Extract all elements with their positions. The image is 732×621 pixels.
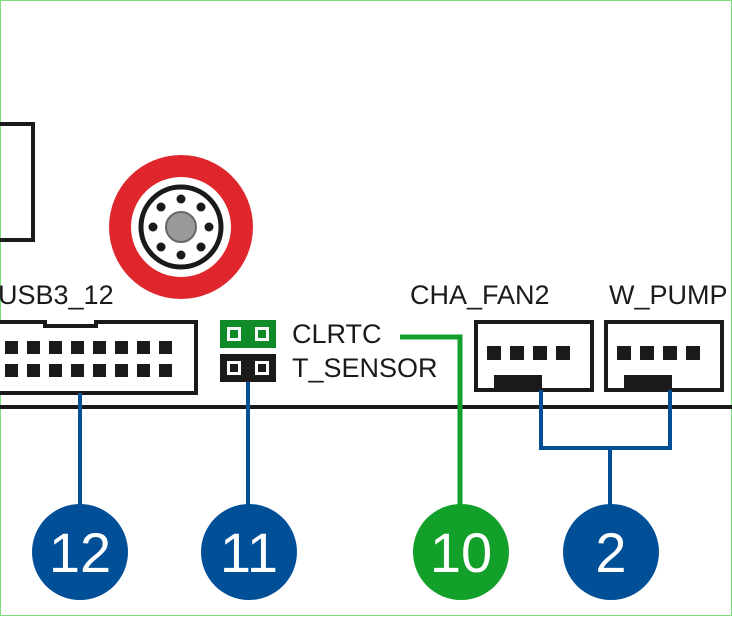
callout-jumpers-number: 11 bbox=[220, 521, 278, 584]
mounting-screw-icon bbox=[109, 155, 253, 299]
callout-usb-number: 12 bbox=[49, 521, 111, 584]
board-component-outline bbox=[0, 122, 35, 242]
callout-jumpers: 11 bbox=[201, 504, 297, 600]
callout-fans: 2 bbox=[563, 504, 659, 600]
cha-fan-connector bbox=[474, 320, 594, 392]
cha-fan-label: CHA_FAN2 bbox=[410, 280, 550, 310]
leader-line-clrtc bbox=[400, 334, 463, 506]
callout-fans-number: 2 bbox=[595, 521, 626, 584]
usb3-header-pins bbox=[5, 341, 172, 377]
w-pump-label: W_PUMP bbox=[609, 280, 728, 310]
usb3-label: USB3_12 bbox=[0, 280, 114, 310]
usb3-header-connector bbox=[0, 320, 198, 395]
callout-clrtc: 10 bbox=[413, 504, 509, 600]
w-pump-connector bbox=[604, 320, 724, 392]
callout-usb: 12 bbox=[32, 504, 128, 600]
t-sensor-header bbox=[220, 354, 276, 382]
leader-line-fans bbox=[539, 390, 672, 506]
clrtc-jumper bbox=[220, 320, 276, 348]
callout-clrtc-number: 10 bbox=[430, 521, 492, 584]
clrtc-label: CLRTC bbox=[292, 319, 382, 349]
t-sensor-label: T_SENSOR bbox=[292, 353, 438, 383]
